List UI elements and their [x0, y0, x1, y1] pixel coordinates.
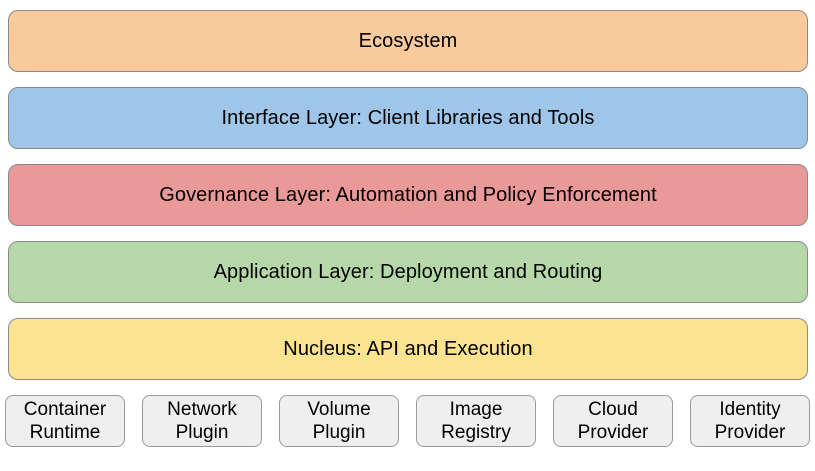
- layer-ecosystem-label: Ecosystem: [358, 29, 458, 52]
- layer-governance-label: Governance Layer: Automation and Policy …: [159, 183, 657, 206]
- plugin-identity-provider-label: Identity Provider: [714, 398, 786, 443]
- layer-interface: Interface Layer: Client Libraries and To…: [8, 87, 808, 149]
- plugin-image-registry-label: Image Registry: [441, 398, 511, 443]
- layer-application: Application Layer: Deployment and Routin…: [8, 241, 808, 303]
- plugin-identity-provider: Identity Provider: [690, 395, 810, 447]
- plugin-volume-plugin: Volume Plugin: [279, 395, 399, 447]
- plugin-cloud-provider: Cloud Provider: [553, 395, 673, 447]
- layer-nucleus: Nucleus: API and Execution: [8, 318, 808, 380]
- plugin-network-plugin-label: Network Plugin: [167, 398, 237, 443]
- plugin-volume-plugin-label: Volume Plugin: [307, 398, 371, 443]
- plugin-container-runtime: Container Runtime: [5, 395, 125, 447]
- layer-ecosystem: Ecosystem: [8, 10, 808, 72]
- layer-application-label: Application Layer: Deployment and Routin…: [213, 260, 603, 283]
- plugin-network-plugin: Network Plugin: [142, 395, 262, 447]
- plugin-container-runtime-label: Container Runtime: [23, 398, 107, 443]
- plugins-row: Container Runtime Network Plugin Volume …: [5, 395, 810, 447]
- layer-governance: Governance Layer: Automation and Policy …: [8, 164, 808, 226]
- plugin-image-registry: Image Registry: [416, 395, 536, 447]
- layer-nucleus-label: Nucleus: API and Execution: [283, 337, 533, 360]
- plugin-cloud-provider-label: Cloud Provider: [577, 398, 649, 443]
- layer-interface-label: Interface Layer: Client Libraries and To…: [221, 106, 595, 129]
